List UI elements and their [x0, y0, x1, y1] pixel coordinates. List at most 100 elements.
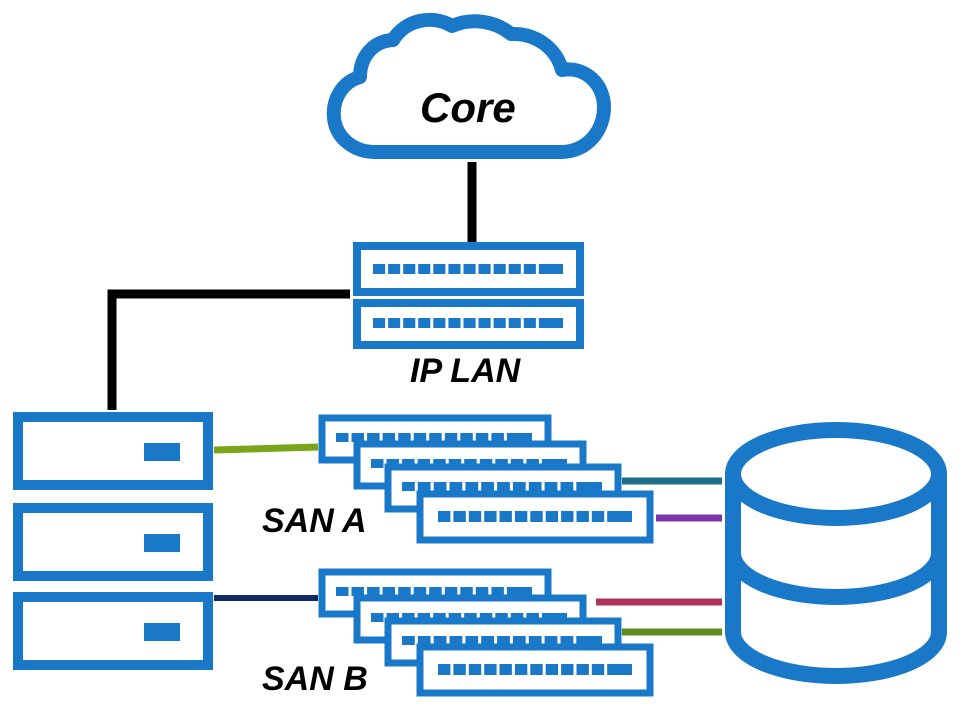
switch-port [465, 636, 479, 645]
switch-port [560, 482, 574, 491]
switch-port [512, 482, 526, 491]
switch-port [417, 636, 431, 645]
core-cloud-icon [326, 12, 611, 159]
switch-port [413, 587, 427, 596]
switch-port [429, 587, 442, 596]
switch-port [523, 318, 536, 328]
switch-port [530, 664, 543, 675]
switch-port [433, 318, 446, 328]
switch-port [512, 636, 526, 645]
san-a-switch-stack [318, 414, 654, 544]
switch-port [449, 636, 463, 645]
san-b-label: SAN B [262, 660, 368, 698]
ip-lan-switch-top-icon [353, 242, 584, 296]
switch-port [478, 318, 491, 328]
switch-port [514, 664, 528, 675]
switch-port [514, 511, 528, 522]
switch-port [561, 511, 574, 522]
switch-port [465, 482, 479, 491]
switch-port [433, 636, 447, 645]
switch-port [433, 482, 447, 491]
switch-port [413, 433, 427, 442]
switch-port [382, 433, 396, 442]
switch-port [544, 482, 558, 491]
switch-port [403, 264, 416, 274]
switch-port [371, 459, 384, 468]
switch-port [478, 264, 491, 274]
switch-port [607, 664, 632, 675]
switch-port [468, 511, 482, 522]
san-b-switch-4-icon [416, 643, 654, 697]
switch-port [538, 264, 563, 274]
switch-port [438, 664, 451, 675]
switch-port [506, 587, 532, 596]
switch-port [538, 318, 563, 328]
san-b-switch-stack [318, 568, 654, 697]
san-a-switch-4-icon [416, 490, 654, 544]
switch-port [481, 636, 494, 645]
switch-port [388, 318, 401, 328]
switch-port [351, 433, 364, 442]
switch-port [561, 664, 574, 675]
switch-port [499, 511, 512, 522]
switch-port [463, 318, 476, 328]
switch-port [444, 433, 458, 442]
switch-port [475, 433, 489, 442]
switch-port [576, 636, 602, 645]
switch-port [336, 433, 349, 442]
storage-database-icon [725, 422, 947, 684]
switch-port [453, 511, 466, 522]
switch-port [508, 318, 521, 328]
link-server-sana [213, 443, 319, 454]
switch-port [417, 482, 431, 491]
switch-port [460, 433, 473, 442]
switch-port [560, 636, 574, 645]
switch-port [351, 587, 364, 596]
switch-port [373, 318, 386, 328]
switch-port [508, 264, 521, 274]
ip-lan-switch-bottom-icon [353, 299, 584, 349]
switch-port [499, 664, 512, 675]
switch-port [398, 587, 411, 596]
switch-port [453, 664, 466, 675]
switch-port [491, 587, 504, 596]
switch-port [484, 511, 497, 522]
switch-port [402, 482, 415, 491]
switch-port [398, 433, 411, 442]
server-1-icon [13, 412, 213, 490]
switch-port [528, 482, 542, 491]
switch-port [449, 482, 463, 491]
switch-port [371, 613, 384, 622]
switch-port [388, 264, 401, 274]
switch-port [576, 664, 589, 675]
switch-port [545, 664, 559, 675]
switch-port [463, 264, 476, 274]
switch-port [336, 587, 349, 596]
switch-port [591, 664, 605, 675]
switch-port [444, 587, 458, 596]
switch-port [481, 482, 494, 491]
switch-port [403, 318, 416, 328]
switch-port [576, 511, 589, 522]
switch-port [544, 636, 558, 645]
switch-port [530, 511, 543, 522]
switch-port [591, 511, 605, 522]
switch-port [429, 433, 442, 442]
switch-port [491, 433, 504, 442]
server-2-icon [13, 503, 213, 581]
switch-port [475, 587, 489, 596]
switch-port [448, 318, 461, 328]
switch-port [418, 264, 431, 274]
core-label: Core [420, 84, 516, 131]
switch-port [402, 636, 415, 645]
san-a-label: SAN A [262, 502, 367, 540]
switch-port [460, 587, 473, 596]
switch-port [493, 318, 506, 328]
switch-port [373, 264, 386, 274]
link-iplan-servers [107, 289, 350, 410]
switch-port [367, 587, 380, 596]
switch-port [576, 482, 602, 491]
switch-port [545, 511, 559, 522]
switch-port [448, 264, 461, 274]
